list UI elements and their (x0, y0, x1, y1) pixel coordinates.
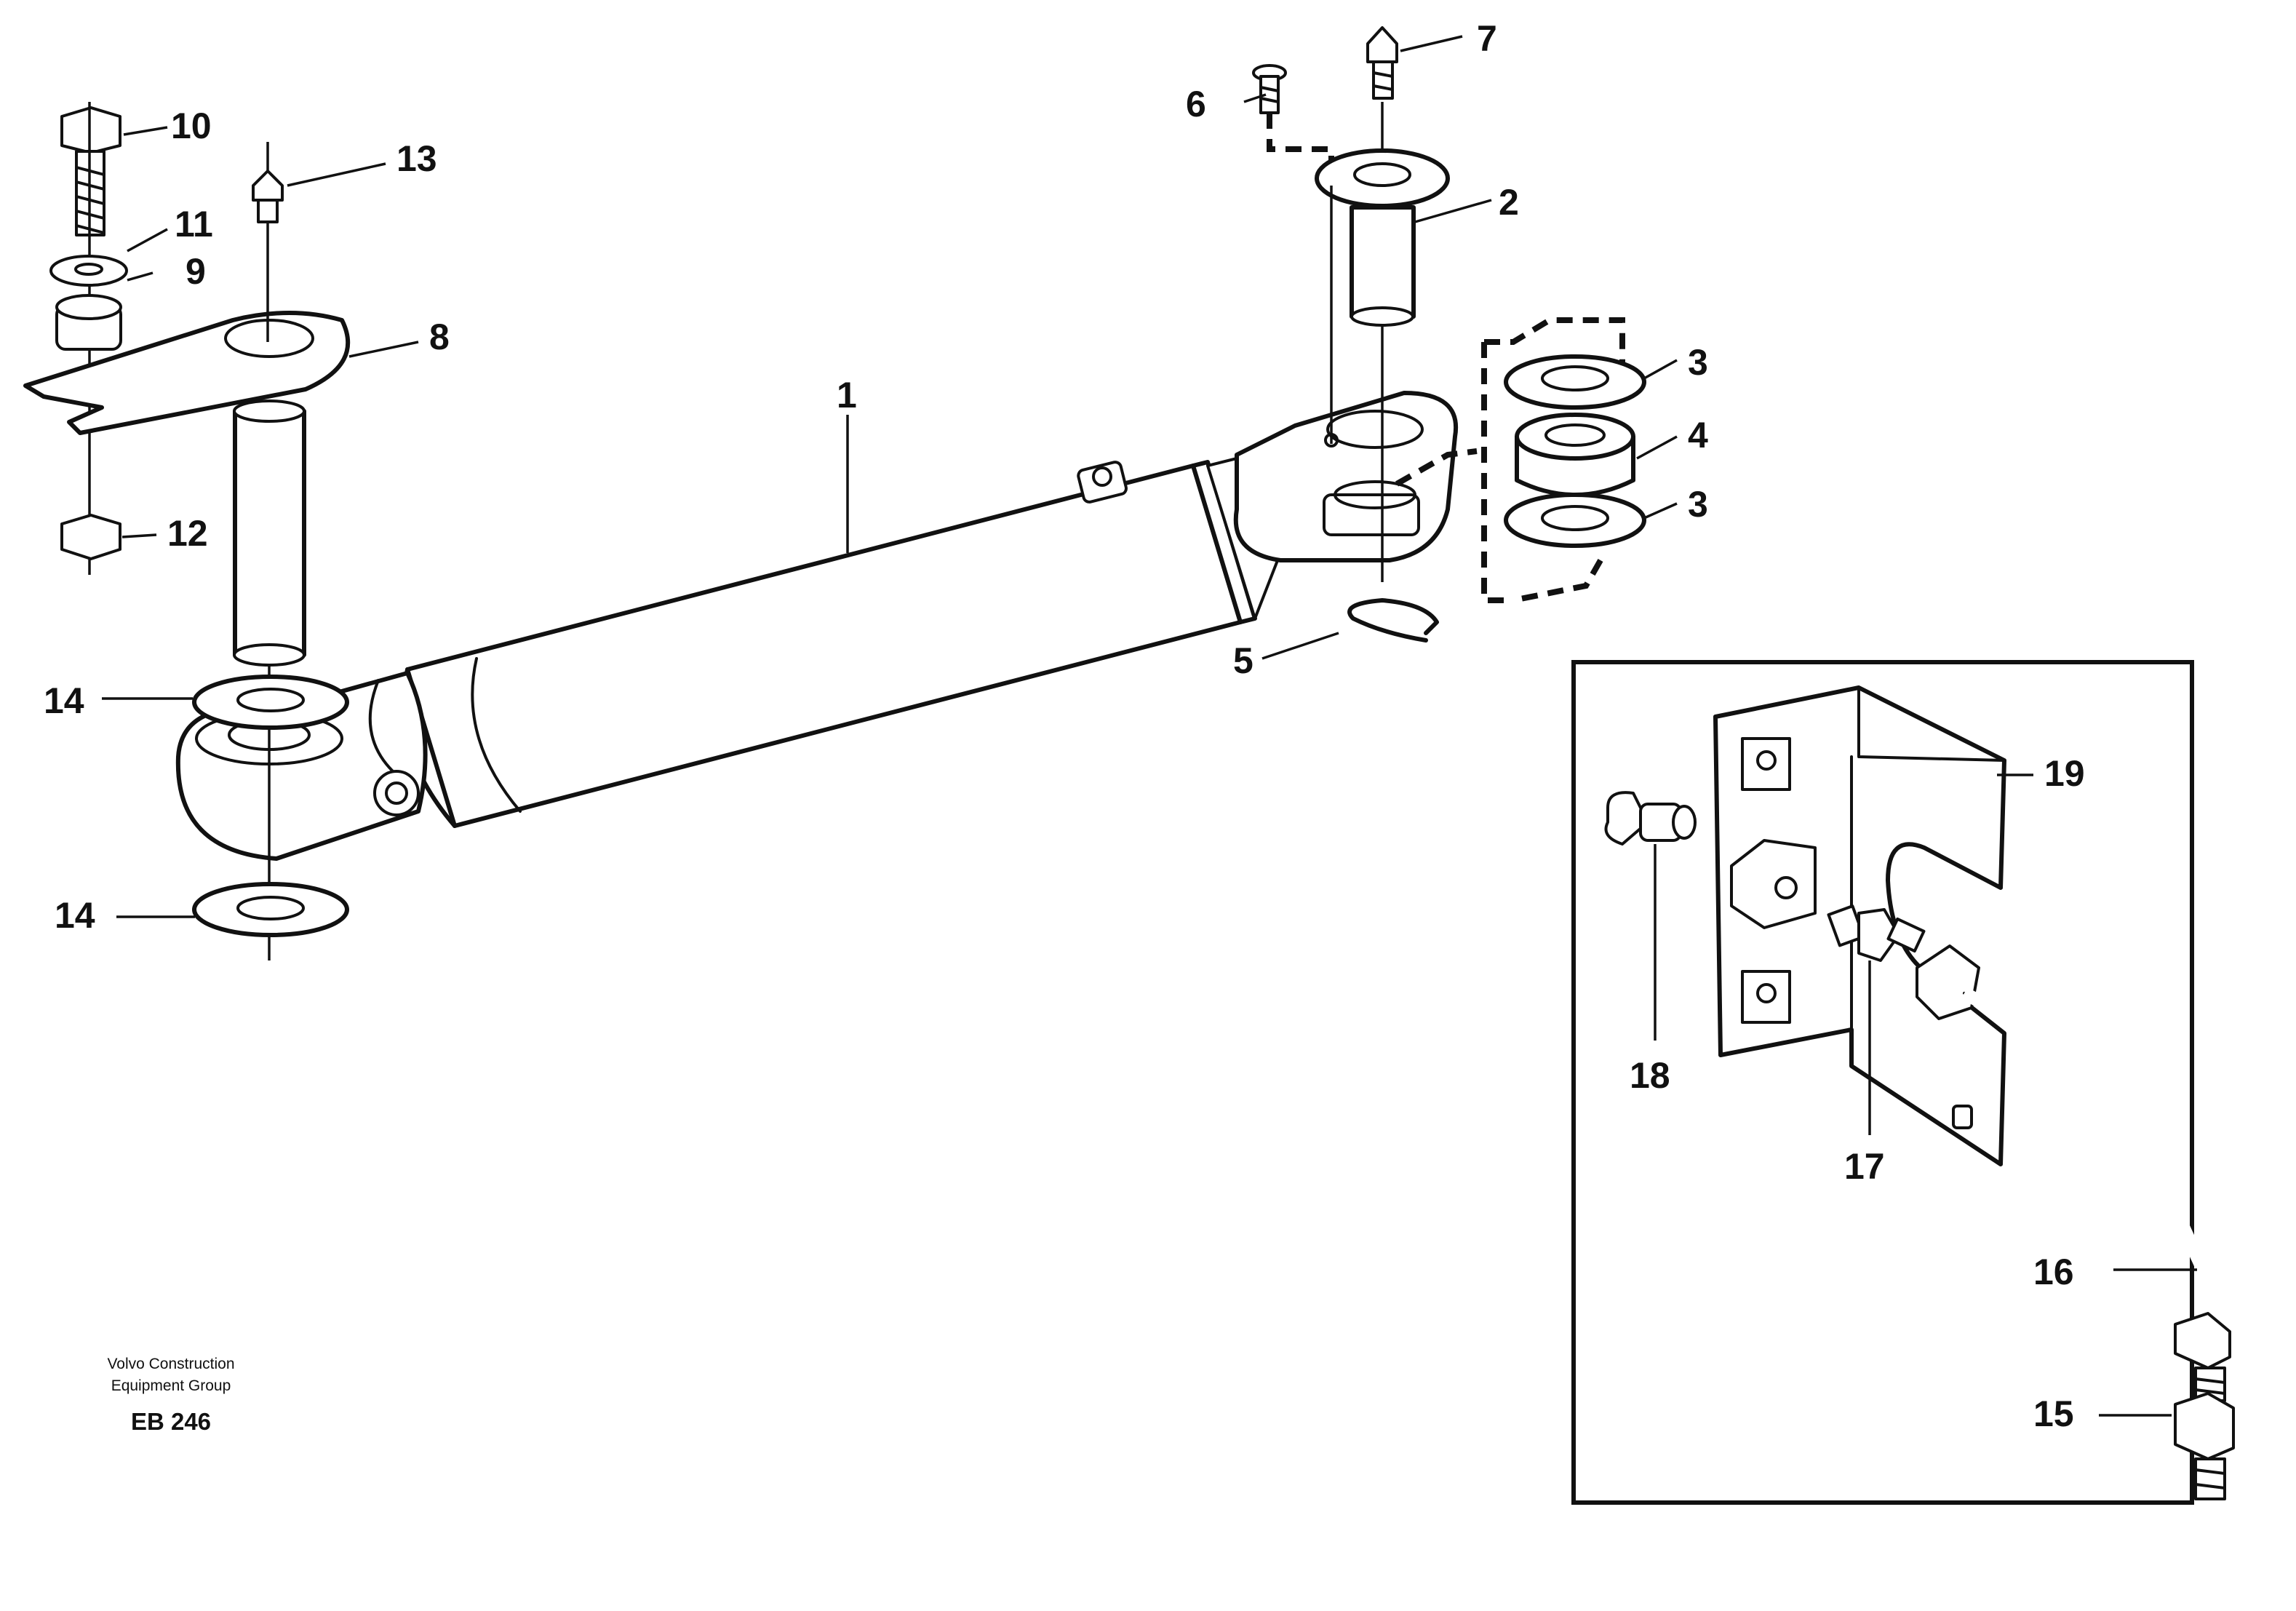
callout-15: 15 (2033, 1393, 2074, 1434)
pivot-pin (233, 399, 306, 667)
callout-3-upper: 3 (1688, 342, 1708, 383)
callout-11: 11 (175, 204, 213, 244)
washer-3-upper (1504, 354, 1646, 410)
clevis-body (1233, 391, 1459, 562)
leader-lines (102, 35, 2197, 1417)
callout-9: 9 (186, 251, 206, 292)
washer-3-lower (1504, 493, 1646, 548)
hydraulic-port (1077, 461, 1128, 504)
grease-nipple-13 (252, 142, 284, 342)
cylinder-barrel (405, 464, 1243, 828)
callout-13: 13 (396, 138, 437, 179)
callout-4: 4 (1688, 415, 1708, 456)
callout-16: 16 (2033, 1252, 2074, 1292)
washer-14-upper (192, 675, 349, 730)
bolt-10 (60, 106, 121, 236)
washer-14-lower (192, 882, 349, 937)
circlip-5 (1347, 598, 1439, 643)
nut-12 (60, 514, 121, 560)
callout-1: 1 (837, 375, 857, 415)
right-clevis (1233, 391, 1459, 562)
company-caption: Volvo Construction Equipment Group (80, 1353, 262, 1397)
figure-code: EB 246 (130, 1408, 212, 1435)
fitting-17 (1827, 904, 1926, 962)
connector-15 (2174, 1312, 2235, 1500)
dashed-bracket (1481, 317, 1625, 603)
pipe-16 (1916, 944, 2218, 1326)
screw-6 (1252, 64, 1287, 114)
callout-14-upper: 14 (44, 680, 84, 721)
callout-2: 2 (1499, 182, 1519, 223)
callout-19: 19 (2044, 753, 2085, 794)
callout-6: 6 (1186, 84, 1206, 124)
callout-17: 17 (1844, 1146, 1885, 1187)
hydraulic-cylinder (401, 457, 1282, 828)
callout-10: 10 (171, 106, 212, 146)
washer-11 (49, 255, 128, 287)
bushing-2 (1315, 148, 1450, 327)
spacer-9 (55, 294, 122, 351)
grease-port (373, 770, 420, 816)
callout-12: 12 (167, 513, 208, 554)
grease-nipple-18 (1604, 791, 1697, 846)
bearing-4 (1515, 413, 1635, 497)
callout-8: 8 (429, 317, 450, 357)
callout-3-lower: 3 (1688, 484, 1708, 525)
callout-7: 7 (1477, 18, 1497, 59)
grease-nipple-7 (1366, 26, 1398, 100)
company-line-2: Equipment Group (111, 1377, 231, 1394)
company-line-1: Volvo Construction (107, 1356, 235, 1372)
callout-5: 5 (1233, 640, 1253, 681)
callout-14-lower: 14 (55, 895, 95, 936)
callout-18: 18 (1630, 1055, 1670, 1096)
